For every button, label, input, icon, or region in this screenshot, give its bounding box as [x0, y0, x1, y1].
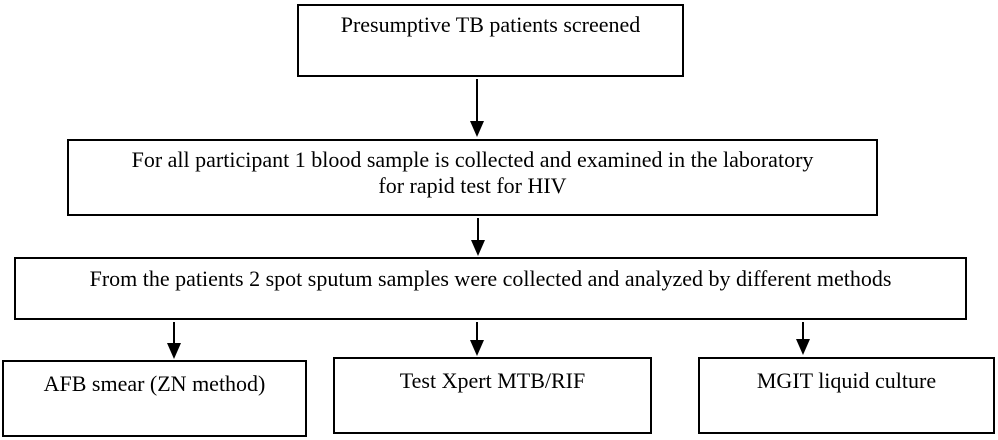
- node-afb-smear: AFB smear (ZN method): [2, 360, 307, 437]
- node-label-line1: For all participant 1 blood sample is co…: [131, 147, 814, 172]
- arrow-sputum-to-mgit: [796, 322, 810, 355]
- arrow-blood-to-sputum: [471, 218, 485, 256]
- node-xpert-mtb-rif: Test Xpert MTB/RIF: [333, 357, 652, 434]
- node-presumptive-tb-screened: Presumptive TB patients screened: [297, 4, 684, 77]
- node-mgit-liquid-culture: MGIT liquid culture: [698, 357, 995, 434]
- node-label: AFB smear (ZN method): [43, 371, 266, 396]
- arrow-sputum-to-afb: [167, 322, 181, 359]
- node-label: Presumptive TB patients screened: [340, 12, 641, 37]
- node-sputum-samples-analyzed: From the patients 2 spot sputum samples …: [14, 257, 967, 320]
- arrow-sputum-to-xpert: [470, 322, 484, 356]
- node-label-line2: for rapid test for HIV: [378, 173, 567, 198]
- node-label: Test Xpert MTB/RIF: [399, 368, 586, 393]
- node-label: From the patients 2 spot sputum samples …: [89, 266, 892, 291]
- node-label: MGIT liquid culture: [756, 368, 937, 393]
- arrow-screened-to-blood: [470, 79, 484, 137]
- node-blood-sample-hiv-test: For all participant 1 blood sample is co…: [67, 139, 878, 216]
